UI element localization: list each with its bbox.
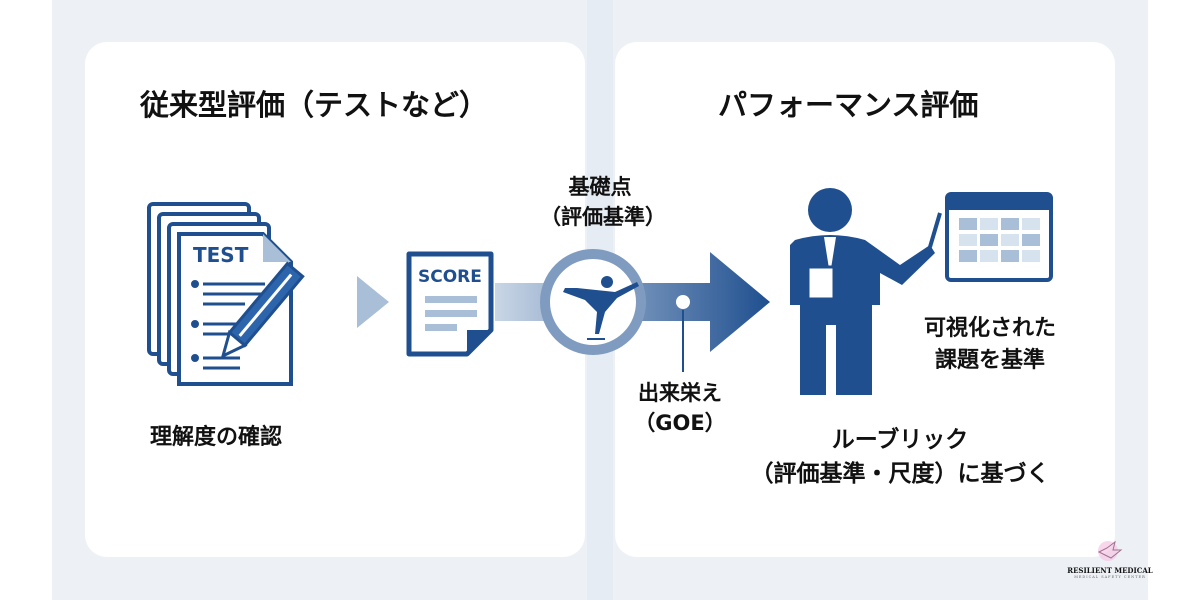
rubric-label: ルーブリック（評価基準・尺度）に基づく [750,427,1050,487]
visualized-criteria-label: 可視化された課題を基準 [923,316,1056,373]
presenter-icon [790,188,942,395]
test-document-icon: TEST [147,202,305,386]
performance-title: パフォーマンス評価 [718,88,979,122]
figure-skater-icon [563,276,639,340]
traditional-title: 従来型評価（テストなど） [140,88,489,122]
rubric-grid-icon [945,192,1053,282]
arrow-triangle-icon [357,276,389,328]
score-label: SCORE [418,267,482,287]
understanding-caption: 理解度の確認 [150,425,283,450]
pencil-icon [220,261,305,359]
resilient-medical-logo: RESILIENT MEDICAL MEDICAL SAFETY CENTER [1065,540,1155,579]
test-label: TEST [193,243,249,267]
score-document-icon: SCORE [406,251,494,357]
base-score-label: 基礎点（評価基準） [540,175,666,229]
flow-arrow [495,0,770,600]
goe-label: 出来栄え（GOE） [634,381,726,435]
